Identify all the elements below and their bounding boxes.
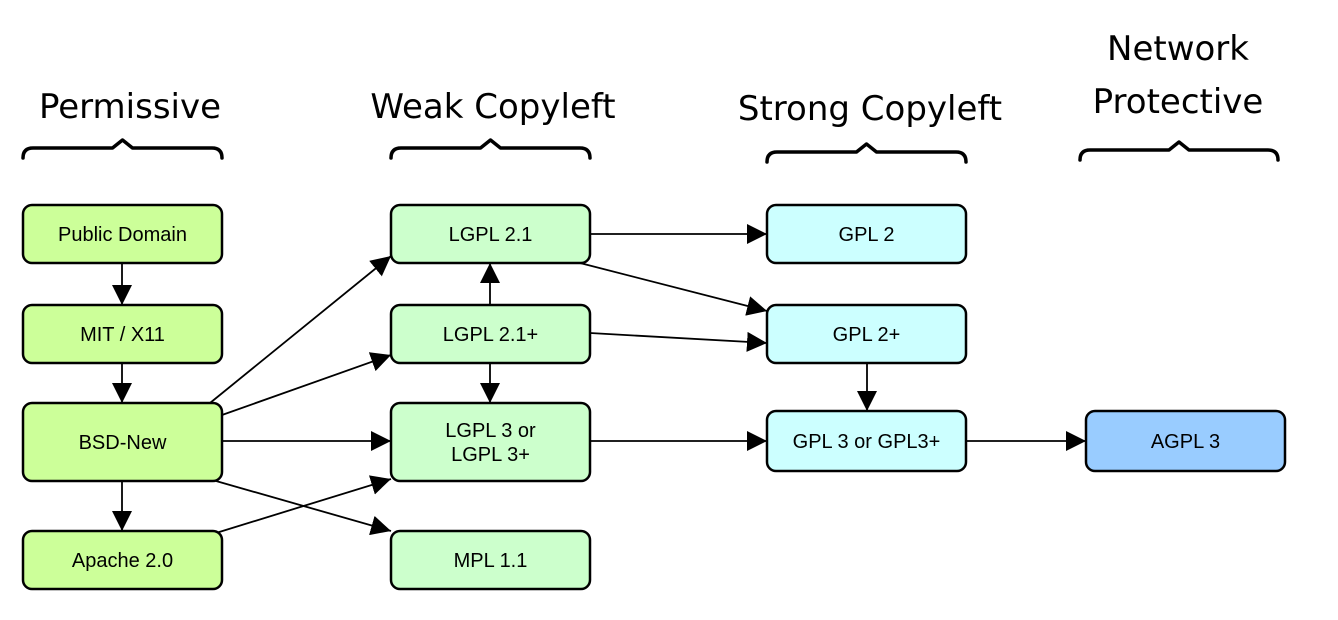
node-label-gpl-2-plus: GPL 2+ <box>833 324 901 346</box>
brace-network <box>1078 140 1280 162</box>
node-gpl-2-plus: GPL 2+ <box>765 303 968 365</box>
node-label-lgpl-3-line-1: LGPL 3 or <box>445 420 536 442</box>
node-box-mpl-11 <box>389 529 592 591</box>
node-apache-2: Apache 2.0 <box>21 529 224 591</box>
node-label-lgpl-21-plus: LGPL 2.1+ <box>443 324 538 346</box>
node-box-public-domain <box>21 203 224 265</box>
heading-weak: Weak Copyleft <box>370 87 615 127</box>
arrow-lgpl-21-to-gpl-2-plus <box>579 262 768 316</box>
node-box-lgpl-3 <box>389 401 592 483</box>
node-box-lgpl-21 <box>389 203 592 265</box>
node-label-public-domain: Public Domain <box>58 224 187 246</box>
node-label-gpl-2: GPL 2 <box>839 224 895 246</box>
node-label-mit-x11: MIT / X11 <box>80 324 165 346</box>
node-label-lgpl-3-line-2: LGPL 3+ <box>451 444 530 466</box>
node-gpl-3: GPL 3 or GPL3+ <box>765 409 968 473</box>
node-box-gpl-2 <box>765 203 968 265</box>
node-box-bsd-new <box>21 401 224 483</box>
node-mit-x11: MIT / X11 <box>21 303 224 365</box>
brace-permissive <box>21 138 224 160</box>
brace-strong <box>765 142 968 164</box>
node-box-mit-x11 <box>21 303 224 365</box>
heading-network-line-2: Protective <box>1093 82 1264 122</box>
node-gpl-2: GPL 2 <box>765 203 968 265</box>
node-box-apache-2 <box>21 529 224 591</box>
heading-strong: Strong Copyleft <box>738 89 1002 129</box>
node-label-bsd-new: BSD-New <box>79 432 167 454</box>
arrow-bsd-new-to-lgpl-21-plus <box>221 352 392 416</box>
heading-network-line-1: Network <box>1107 29 1249 69</box>
heading-permissive: Permissive <box>39 87 221 127</box>
node-box-agpl-3 <box>1084 409 1287 473</box>
node-label-lgpl-21: LGPL 2.1 <box>449 224 533 246</box>
node-box-lgpl-21-plus <box>389 303 592 365</box>
node-lgpl-21-plus: LGPL 2.1+ <box>389 303 592 365</box>
edges <box>112 224 1086 536</box>
node-box-gpl-3 <box>765 409 968 473</box>
node-public-domain: Public Domain <box>21 203 224 265</box>
category-braces <box>21 138 1280 164</box>
arrow-apache-2-to-lgpl-3 <box>215 475 392 534</box>
node-label-agpl-3: AGPL 3 <box>1151 431 1220 453</box>
node-bsd-new: BSD-New <box>21 401 224 483</box>
node-label-mpl-11: MPL 1.1 <box>454 550 528 572</box>
arrow-bsd-new-to-lgpl-21 <box>209 255 392 404</box>
node-agpl-3: AGPL 3 <box>1084 409 1287 473</box>
node-label-apache-2: Apache 2.0 <box>72 550 173 572</box>
node-label-gpl-3: GPL 3 or GPL3+ <box>793 431 941 453</box>
node-mpl-11: MPL 1.1 <box>389 529 592 591</box>
node-box-gpl-2-plus <box>765 303 968 365</box>
arrow-lgpl-21-plus-to-gpl-2-plus <box>589 331 768 352</box>
category-headings: Permissive Weak Copyleft Strong Copyleft Ne… <box>39 29 1263 129</box>
brace-weak <box>389 138 592 160</box>
node-lgpl-21: LGPL 2.1 <box>389 203 592 265</box>
